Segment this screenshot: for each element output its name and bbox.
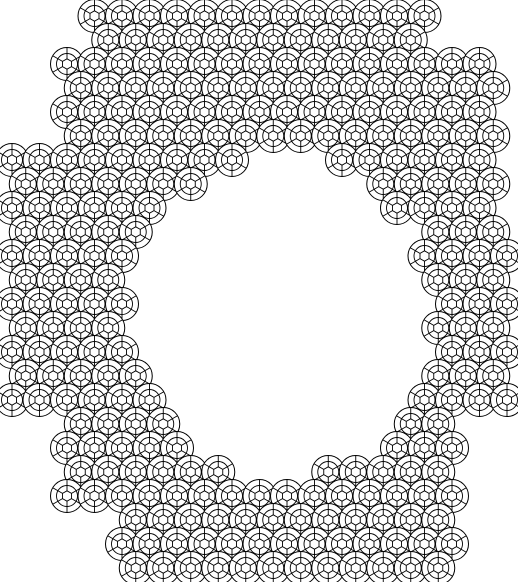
tile-inner-ring xyxy=(468,101,491,123)
tile-inner-ring xyxy=(111,341,133,363)
tile-inner-ring xyxy=(468,53,491,75)
tile-inner-ring xyxy=(468,197,491,219)
tile-inner-ring xyxy=(482,317,505,339)
tile-inner-ring xyxy=(111,293,133,315)
tile-inner-ring xyxy=(468,149,491,171)
tile-inner-ring xyxy=(207,461,230,483)
tile-inner-ring xyxy=(427,509,450,531)
tile-inner-ring xyxy=(221,149,243,171)
tile-outline xyxy=(490,383,518,417)
lattice-tile xyxy=(283,551,318,582)
tile-inner-ring xyxy=(138,389,161,411)
tile-inner-ring xyxy=(124,365,147,387)
lattice-tile xyxy=(256,551,291,582)
tile-inner-ring xyxy=(482,125,505,147)
lattice-tile xyxy=(215,143,249,177)
tile-inner-ring xyxy=(482,365,505,387)
tile-inner-ring xyxy=(97,317,120,339)
tile-inner-ring xyxy=(441,485,463,507)
tile-inner-ring xyxy=(441,437,463,459)
lattice-tile xyxy=(173,167,208,201)
lattice-tile xyxy=(421,551,456,582)
tile-inner-ring xyxy=(482,221,505,243)
tile-inner-ring xyxy=(399,29,422,51)
tile-inner-ring xyxy=(441,533,463,555)
lattice-tile xyxy=(201,551,236,582)
lattice-tile xyxy=(325,143,359,177)
tile-inner-ring xyxy=(427,461,450,483)
tile-inner-ring xyxy=(179,173,202,195)
lattice-tile xyxy=(490,383,518,417)
tile-inner-ring xyxy=(413,5,436,27)
lattice-tile xyxy=(22,383,57,417)
lattice-tile xyxy=(77,479,112,513)
tile-inner-ring xyxy=(482,269,505,291)
tile-inner-ring xyxy=(138,197,161,219)
lattice-tile xyxy=(173,551,208,582)
tile-inner-ring xyxy=(111,245,133,267)
lattice-tile xyxy=(283,119,318,153)
tile-inner-ring xyxy=(427,413,450,435)
tile-inner-ring xyxy=(97,269,120,291)
tile-inner-ring xyxy=(482,173,505,195)
tile-inner-ring xyxy=(482,77,505,99)
tile-inner-ring xyxy=(152,413,175,435)
tile-inner-ring xyxy=(124,221,147,243)
tile-inner-ring xyxy=(166,437,188,459)
tile-inner-ring xyxy=(427,557,450,579)
